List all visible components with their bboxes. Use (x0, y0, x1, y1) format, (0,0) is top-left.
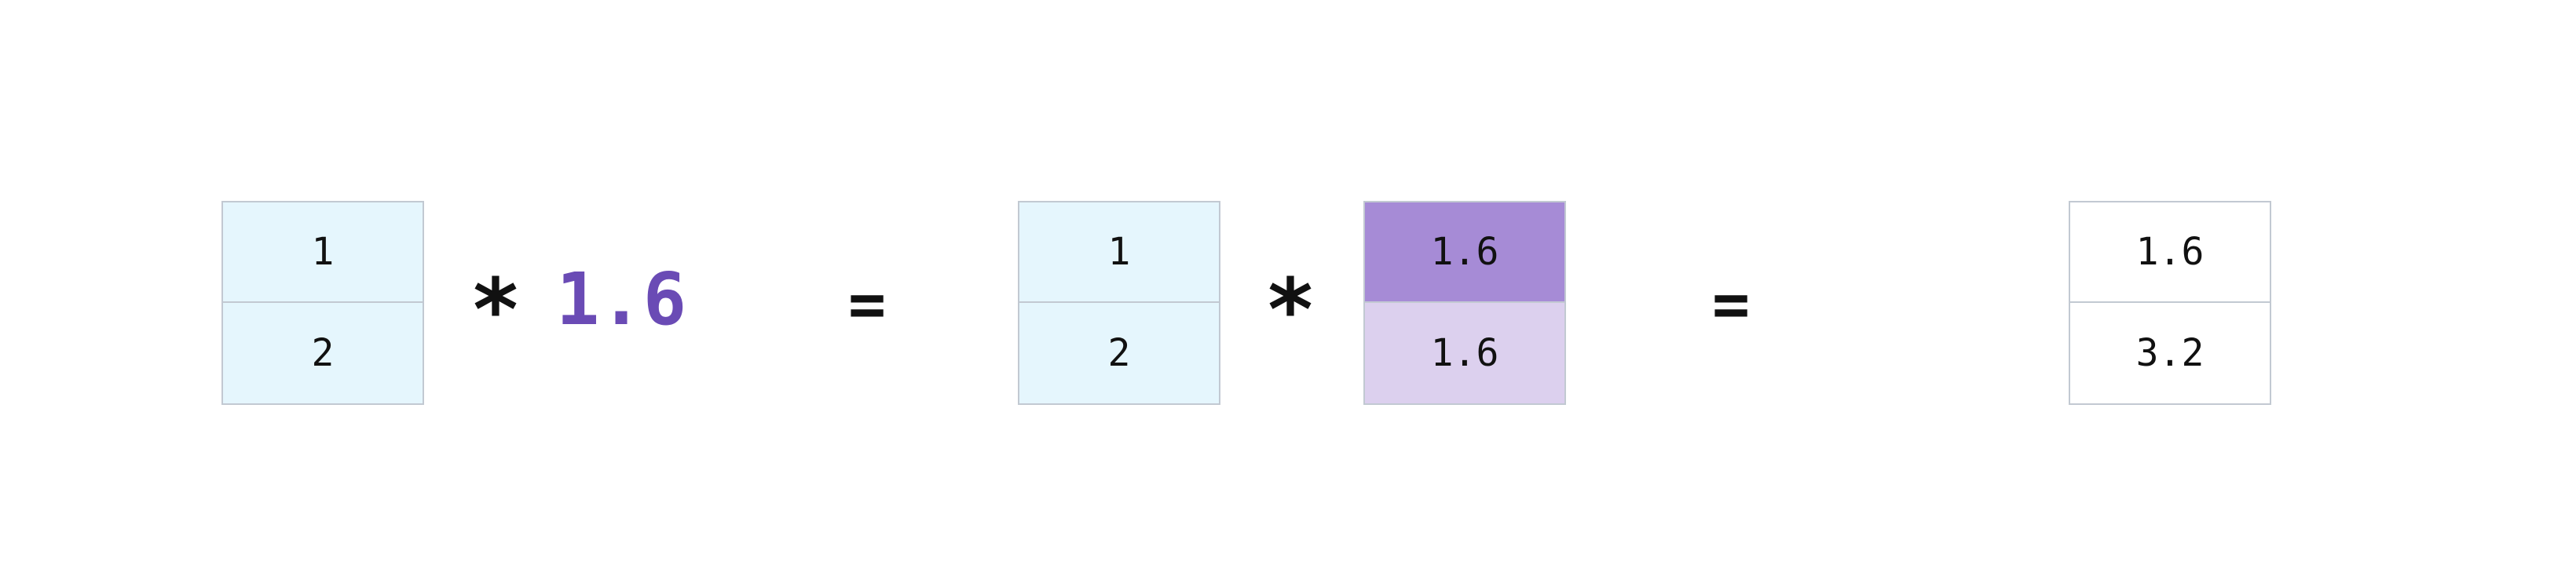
middle-vector-cell: 2 (1018, 303, 1220, 405)
result-vector-cell: 1.6 (2069, 201, 2271, 303)
left-vector: 1 2 (221, 201, 424, 405)
scalar-value: 1.6 (556, 257, 687, 341)
result-vector: 1.6 3.2 (2069, 201, 2271, 405)
multiply-operator: * (1264, 260, 1317, 360)
left-vector-cell: 2 (221, 303, 424, 405)
left-vector-cell: 1 (221, 201, 424, 303)
broadcast-vector-cell: 1.6 (1363, 201, 1566, 303)
broadcast-vector-cell: 1.6 (1363, 303, 1566, 405)
result-vector-cell: 3.2 (2069, 303, 2271, 405)
broadcast-vector: 1.6 1.6 (1363, 201, 1566, 405)
equals-operator: = (1712, 268, 1751, 341)
equals-operator: = (848, 268, 887, 341)
middle-vector: 1 2 (1018, 201, 1220, 405)
multiply-operator: * (470, 260, 522, 360)
middle-vector-cell: 1 (1018, 201, 1220, 303)
